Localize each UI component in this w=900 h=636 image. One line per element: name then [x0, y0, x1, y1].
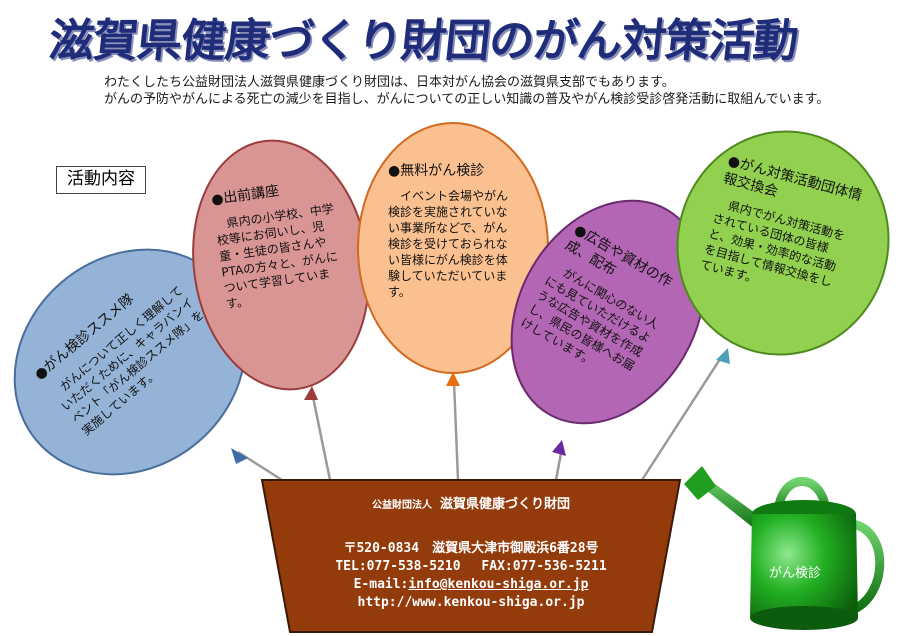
- balloon-outreach-lecture: [192, 139, 370, 400]
- intro-line-1: わたくしたち公益財団法人滋賀県健康づくり財団は、日本対がん協会の滋賀県支部でもあ…: [104, 75, 675, 90]
- balloon-text-2: ●出前講座 県内の小学校、中学校等にお伺いし、児童・生徒の皆さんやPTAの方々と…: [210, 174, 354, 313]
- watering-can-label: がん検診: [768, 566, 821, 581]
- balloon-3-heading: ●無料がん検診: [388, 163, 485, 179]
- contact-info: 公益財団法人滋賀県健康づくり財団 〒520-0834 滋賀県大津市御殿浜6番28…: [262, 493, 680, 612]
- intro-line-2: がんの予防やがんによる死亡の減少を目指し、がんについての正しい知識の普及やがん検…: [104, 92, 830, 107]
- balloon-2-body: 県内の小学校、中学校等にお伺いし、児童・生徒の皆さんやPTAの方々と、がんについ…: [216, 201, 339, 312]
- balloon-info-exchange: [676, 130, 890, 364]
- email-link[interactable]: info@kenkou-shiga.or.jp: [408, 577, 589, 592]
- address: 〒520-0834 滋賀県大津市御殿浜6番28号: [343, 541, 599, 556]
- website-url[interactable]: http://www.kenkou-shiga.or.jp: [357, 595, 585, 610]
- balloon-advertising: [510, 199, 706, 456]
- balloon-3-body: イベント会場やがん検診を実施されていない事業所などで、がん検診を受けておられない…: [388, 189, 509, 299]
- phone-fax: TEL:077-538-5210 FAX:077-536-5211: [335, 559, 607, 574]
- organization-prefix: 公益財団法人: [371, 500, 432, 511]
- organization-name-text: 滋賀県健康づくり財団: [439, 497, 570, 512]
- section-label-activities: 活動内容: [56, 166, 146, 194]
- email-label: E-mail:: [353, 577, 409, 592]
- flower-pot: [260, 479, 682, 633]
- balloon-text-3: ●無料がん検診 イベント会場やがん検診を実施されていない事業所などで、がん検診を…: [388, 162, 516, 300]
- organization-name: 公益財団法人滋賀県健康づくり財団: [262, 493, 680, 512]
- watering-can-icon: [684, 466, 885, 630]
- intro-text: わたくしたち公益財団法人滋賀県健康づくり財団は、日本対がん協会の滋賀県支部でもあ…: [78, 74, 858, 108]
- email-line: E-mail:info@kenkou-shiga.or.jp: [262, 576, 680, 594]
